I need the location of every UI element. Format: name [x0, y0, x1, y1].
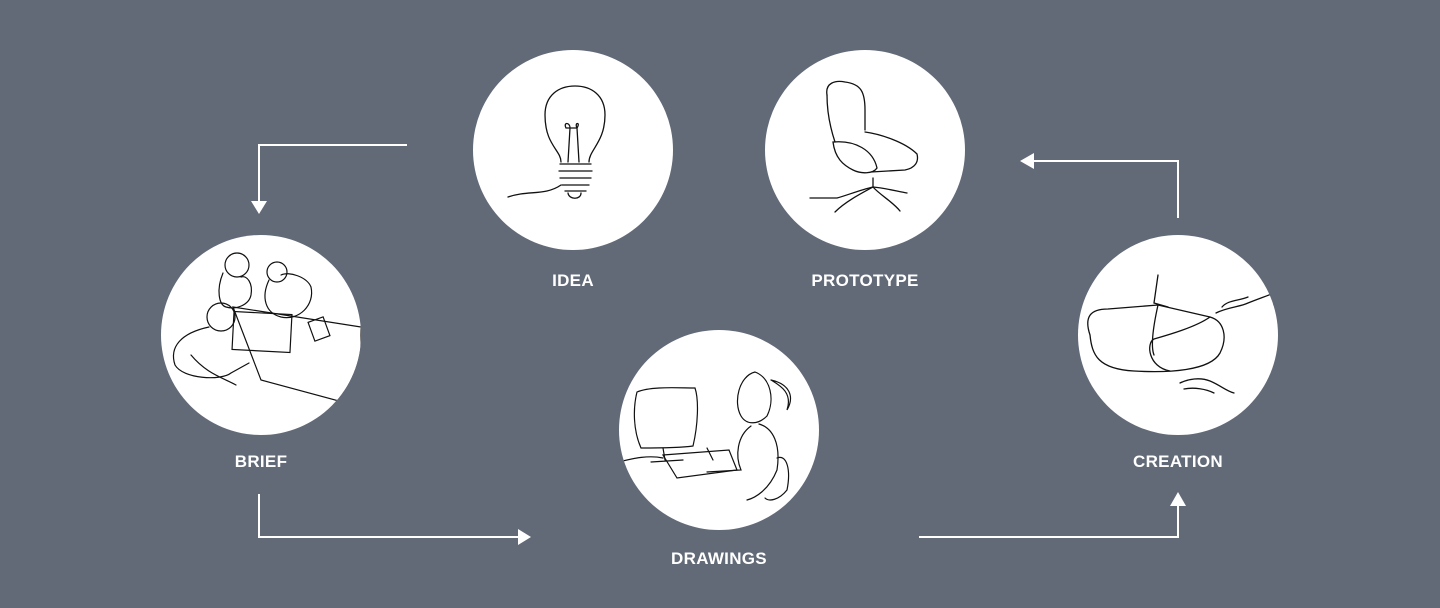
arrowhead-down-icon: [251, 201, 267, 214]
idea-label: IDEA: [552, 271, 594, 290]
hands-holding-seat-icon: [1087, 274, 1275, 394]
arrow-brief-to-drawings: [258, 494, 520, 538]
prototype-step-circle: [765, 50, 965, 250]
arrowhead-up-icon: [1170, 492, 1186, 506]
arrow-drawings-to-creation: [919, 505, 1179, 538]
creation-label: CREATION: [1133, 452, 1223, 471]
creation-step-circle: [1078, 235, 1278, 435]
arrowhead-right-icon: [518, 529, 531, 545]
prototype-label: PROTOTYPE: [811, 271, 919, 290]
designer-at-desk-icon: [619, 371, 792, 501]
arrowhead-left-icon: [1020, 153, 1034, 169]
brief-label: BRIEF: [234, 452, 288, 471]
arrow-creation-to-prototype: [1033, 160, 1179, 218]
drawings-step-circle: [619, 330, 819, 530]
brief-step-circle: [161, 235, 361, 435]
drawings-label: DRAWINGS: [671, 549, 767, 568]
armchair-icon: [809, 80, 919, 213]
team-meeting-icon: [173, 252, 361, 408]
idea-step-circle: [473, 50, 673, 250]
lightbulb-icon: [507, 85, 606, 199]
arrow-idea-to-brief: [258, 144, 407, 202]
